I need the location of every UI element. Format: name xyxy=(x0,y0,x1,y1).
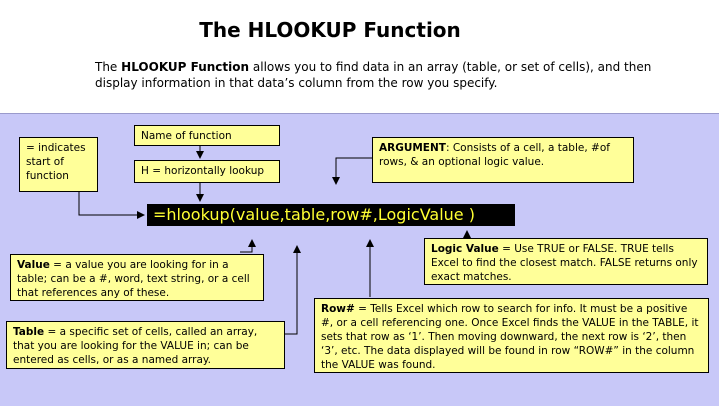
box-logic-value: Logic Value = Use TRUE or FALSE. TRUE te… xyxy=(424,238,708,285)
arrow-value xyxy=(240,239,256,253)
intro-paragraph: The HLOOKUP Function allows you to find … xyxy=(95,59,695,91)
page-title: The HLOOKUP Function xyxy=(199,18,461,42)
header-area: The HLOOKUP Function The HLOOKUP Functio… xyxy=(0,0,719,113)
box-name-of-function: Name of function xyxy=(134,125,280,146)
box-h-horizontally-lookup: H = horizontally lookup xyxy=(134,160,280,183)
intro-lead: The xyxy=(95,60,118,74)
intro-bold: HLOOKUP Function xyxy=(121,60,250,74)
box-table: Table = a specific set of cells, called … xyxy=(6,321,285,369)
box-equals-indicates-start: = indicates start of function xyxy=(19,137,98,192)
formula-syntax: =hlookup(value,table,row#,LogicValue ) xyxy=(147,204,515,226)
arrow-table xyxy=(284,245,301,335)
box-value: Value = a value you are looking for in a… xyxy=(10,254,264,301)
box-row-number: Row# = Tells Excel which row to search f… xyxy=(314,298,709,373)
arrow-argument xyxy=(332,157,372,185)
arrow-equals xyxy=(78,192,145,219)
intro-rest: allows you to find data in an array (tab… xyxy=(95,60,652,90)
box-argument: ARGUMENT: Consists of a cell, a table, #… xyxy=(372,137,634,183)
